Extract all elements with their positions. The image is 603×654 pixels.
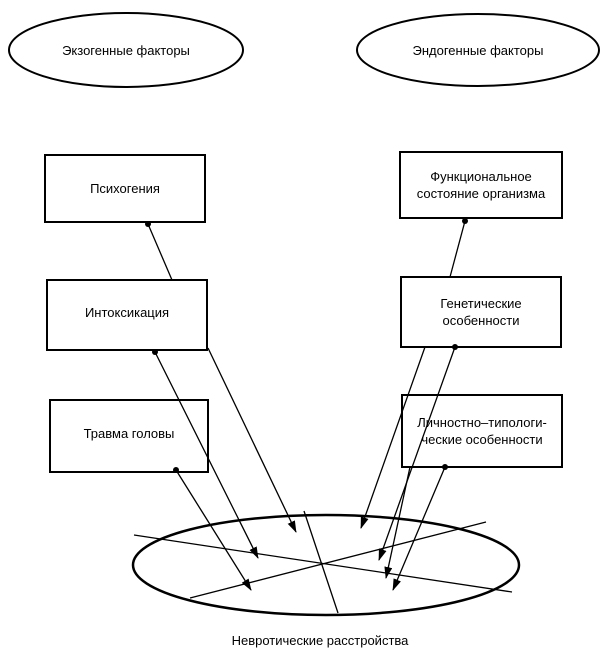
- personality-line1: Личностно–типологи-: [417, 415, 547, 430]
- functional-state-line1: Функциональное: [430, 169, 532, 184]
- intoxication-box: [46, 279, 208, 351]
- functional-state-box: [399, 151, 563, 219]
- functional-state-line2: состояние организма: [416, 186, 546, 201]
- head-trauma-text: Травма головы: [83, 425, 175, 441]
- genetic-line2: особенности: [442, 313, 520, 328]
- exogenous-factors-text: Экзогенные факторы: [62, 42, 190, 58]
- intoxication-label: Интоксикация: [47, 280, 207, 344]
- connector-lines: [147, 220, 466, 281]
- head-trauma-label: Травма головы: [50, 400, 208, 466]
- neurotic-disorders-ellipse: [131, 513, 521, 617]
- neurotic-disorders-text: Невротические расстройства: [231, 632, 409, 648]
- endogenous-factors-text: Эндогенные факторы: [412, 42, 544, 58]
- psychogenia-label: Психогения: [45, 155, 205, 222]
- ellipse-internal-lines: [133, 510, 513, 614]
- arrows: [154, 346, 456, 591]
- personality-line2: ческие особенности: [421, 432, 543, 447]
- neurotic-disorders-caption: Невротические расстройства: [180, 628, 460, 652]
- psychogenia-text: Психогения: [90, 181, 160, 196]
- personality-label: Личностно–типологи- ческие особенности: [402, 395, 562, 467]
- exogenous-ellipse: [8, 12, 244, 88]
- endogenous-factors-label: Эндогенные факторы: [357, 38, 599, 62]
- personality-box: [401, 394, 563, 468]
- psychogenia-box: [44, 154, 206, 223]
- genetic-box: [400, 276, 562, 348]
- genetic-label: Генетические особенности: [401, 277, 561, 347]
- functional-state-label: Функциональное состояние организма: [400, 152, 562, 218]
- intoxication-text: Интоксикация: [84, 304, 170, 320]
- genetic-line1: Генетические: [440, 296, 522, 311]
- endogenous-ellipse: [356, 13, 600, 87]
- exogenous-factors-label: Экзогенные факторы: [9, 38, 243, 62]
- head-trauma-box: [49, 399, 209, 473]
